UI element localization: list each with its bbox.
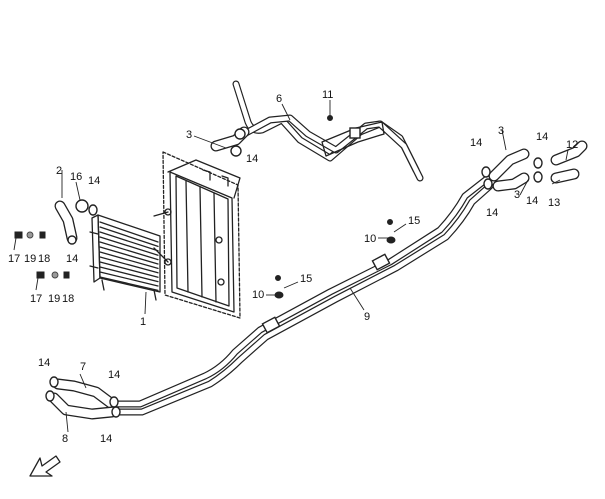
callout-9: 9 [364, 311, 370, 323]
callout-17: 17 [8, 253, 20, 265]
callout-14: 14 [486, 207, 498, 219]
hose-2 [54, 199, 98, 245]
callout-17: 17 [30, 293, 42, 305]
callout-19: 19 [48, 293, 60, 305]
hoses-right [481, 140, 588, 192]
fasteners [14, 115, 396, 299]
cooler-fin [99, 221, 159, 243]
callout-14: 14 [100, 433, 112, 445]
cooler-fin [99, 266, 159, 283]
leader-lines [13, 100, 569, 433]
callout-14: 14 [66, 253, 78, 265]
cooler-fin [99, 231, 159, 252]
hose-3-upper [210, 126, 250, 157]
hoses-lower-left [45, 376, 121, 420]
callout-16: 16 [70, 171, 82, 183]
cooler-fin [99, 226, 159, 248]
callout-18: 18 [38, 253, 50, 265]
callout-14: 14 [88, 175, 100, 187]
cooler-fin [99, 236, 159, 256]
oil-line-tube-6 [232, 80, 424, 182]
callout-19: 19 [24, 253, 36, 265]
callout-10: 10 [364, 233, 376, 245]
oil-line-tube-9 [108, 174, 494, 416]
cooler-fin [99, 246, 159, 265]
callout-14: 14 [526, 195, 538, 207]
callout-labels: 1 2 3 3 3 6 7 8 9 10 10 11 12 13 14 14 1… [8, 89, 578, 445]
callout-2: 2 [56, 165, 62, 177]
cooler-fin [99, 241, 159, 261]
callout-3: 3 [186, 129, 192, 141]
callout-12: 12 [566, 139, 578, 151]
callout-18: 18 [62, 293, 74, 305]
callout-11: 11 [322, 89, 333, 101]
cooler-fin [99, 276, 159, 292]
callout-15: 15 [408, 215, 420, 227]
callout-1: 1 [140, 316, 146, 328]
callout-3: 3 [514, 189, 520, 201]
callout-3: 3 [498, 125, 504, 137]
cooler-fin [99, 271, 159, 287]
cooler-fin [99, 261, 159, 278]
callout-14: 14 [470, 137, 482, 149]
callout-14: 14 [108, 369, 120, 381]
callout-10: 10 [252, 289, 264, 301]
callout-15: 15 [300, 273, 312, 285]
callout-14: 14 [536, 131, 548, 143]
callout-13: 13 [548, 197, 560, 209]
callout-8: 8 [62, 433, 68, 445]
oil-cooler-core [89, 214, 161, 301]
callout-6: 6 [276, 93, 282, 105]
callout-7: 7 [80, 361, 86, 373]
callout-14: 14 [38, 357, 50, 369]
oil-cooler-radiator [153, 151, 241, 319]
cooler-fin [99, 251, 159, 270]
cooler-fin [99, 256, 159, 274]
front-direction-arrow-icon [29, 455, 61, 477]
callout-14: 14 [246, 153, 258, 165]
